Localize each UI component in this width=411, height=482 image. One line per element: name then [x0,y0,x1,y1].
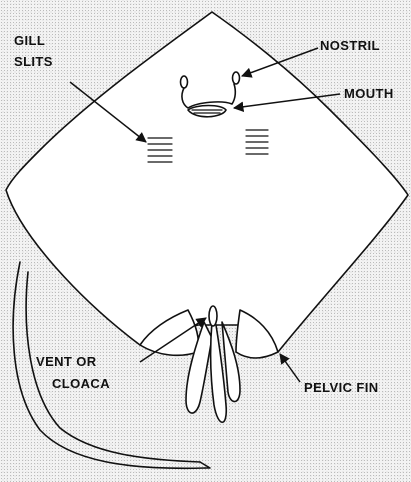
label-gill-line2: SLITS [14,54,53,69]
tail-tip [200,462,210,468]
label-mouth: MOUTH [344,86,394,101]
left-nostril [181,76,188,88]
label-gill-line1: GILL [14,33,45,48]
right-nostril [233,72,240,84]
body-disc [6,12,408,352]
vent-opening [209,306,217,326]
label-nostril: NOSTRIL [320,38,380,53]
mouth [188,106,226,117]
label-pelvic-fin: PELVIC FIN [304,380,379,395]
label-vent-line1: VENT OR [36,354,97,369]
pelvic-fin-arrow [280,354,300,382]
label-vent-line2: CLOACA [52,376,110,391]
